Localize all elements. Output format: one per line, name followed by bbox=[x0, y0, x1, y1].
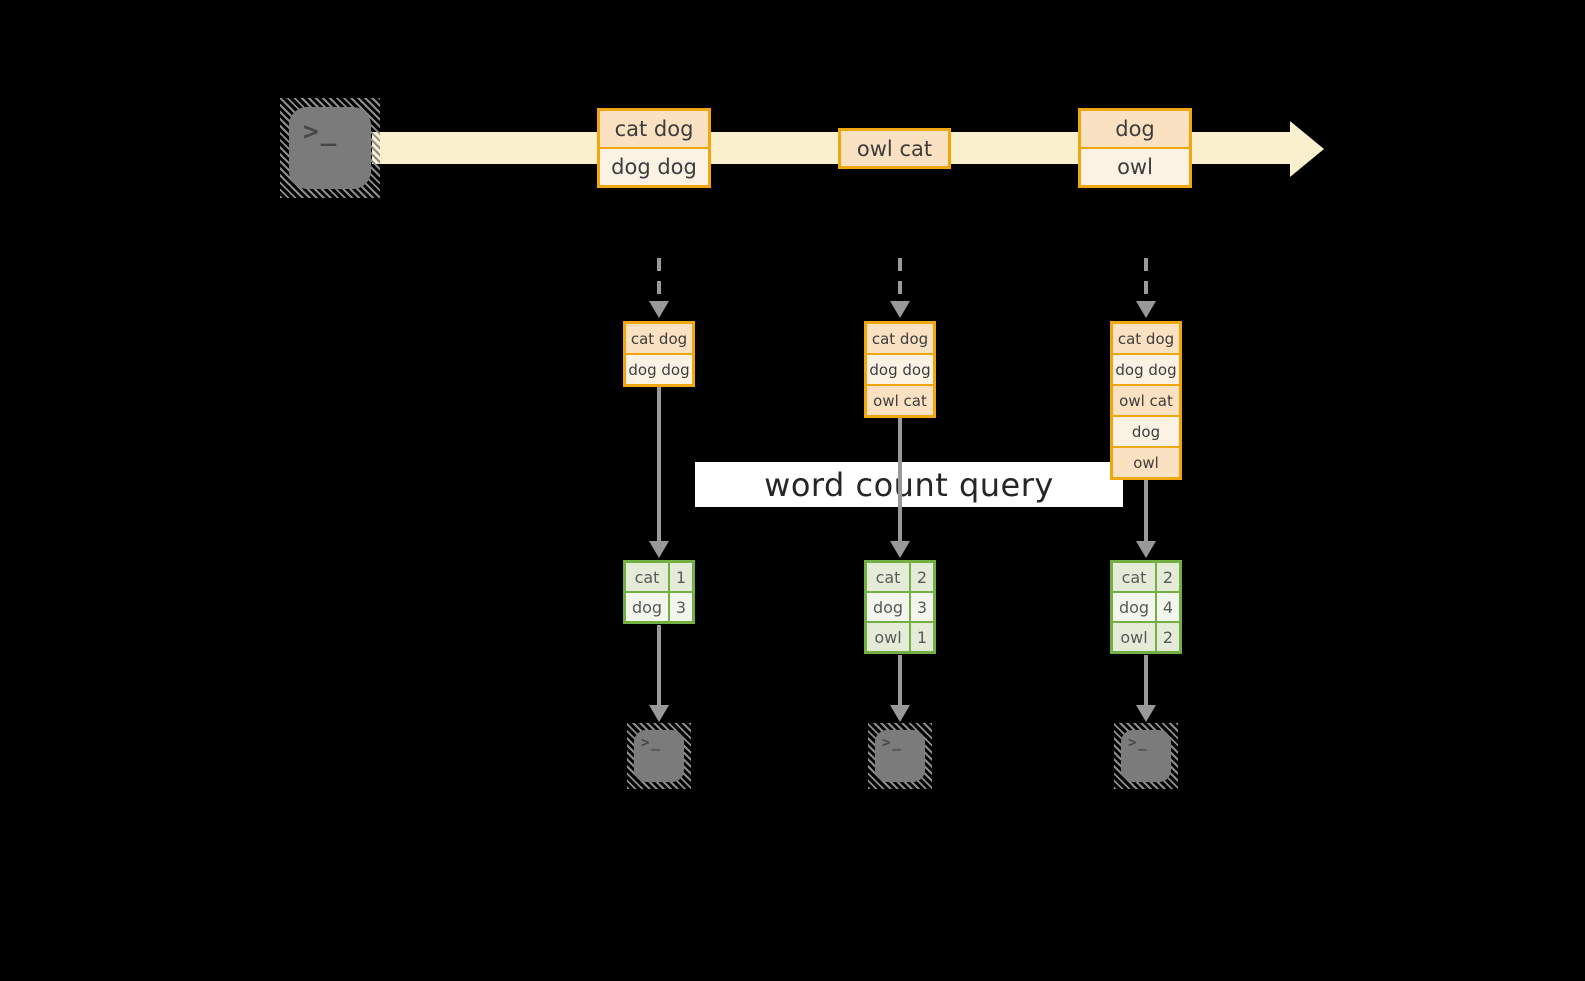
count-row: cat 2 bbox=[1113, 563, 1179, 591]
stream-window-3: cat dog dog dog owl cat dog owl bbox=[1110, 321, 1182, 480]
count-value: 3 bbox=[670, 593, 692, 621]
output-arrowhead-icon bbox=[890, 705, 910, 722]
count-table-2: cat 2 dog 3 owl 1 bbox=[864, 560, 936, 654]
event-line: dog dog bbox=[600, 149, 708, 185]
window-line: dog bbox=[1113, 417, 1179, 446]
output-arrow-line bbox=[1144, 655, 1148, 706]
output-terminal-icon: >_ bbox=[627, 723, 691, 789]
count-value: 1 bbox=[670, 563, 692, 591]
output-arrowhead-icon bbox=[1136, 705, 1156, 722]
source-terminal-icon: >_ bbox=[280, 98, 380, 198]
event-line: cat dog bbox=[600, 111, 708, 147]
window-line: owl bbox=[1113, 448, 1179, 477]
count-row: owl 2 bbox=[1113, 623, 1179, 651]
stream-event-2: owl cat bbox=[838, 128, 951, 169]
terminal-screen: >_ bbox=[634, 730, 684, 782]
stream-window-2: cat dog dog dog owl cat bbox=[864, 321, 936, 418]
dashed-arrowhead-icon bbox=[890, 301, 910, 318]
count-value: 2 bbox=[911, 563, 933, 591]
output-arrow-line bbox=[657, 625, 661, 706]
terminal-prompt-icon: >_ bbox=[1128, 735, 1149, 751]
window-line: owl cat bbox=[1113, 386, 1179, 415]
terminal-screen: >_ bbox=[289, 107, 371, 189]
count-word: cat bbox=[1113, 563, 1155, 591]
count-table-3: cat 2 dog 4 owl 2 bbox=[1110, 560, 1182, 654]
count-row: cat 1 bbox=[626, 563, 692, 591]
output-arrowhead-icon bbox=[649, 705, 669, 722]
output-arrow-line bbox=[898, 655, 902, 706]
stream-event-1: cat dog dog dog bbox=[597, 108, 711, 188]
stream-arrowhead-icon bbox=[1290, 121, 1324, 177]
count-word: cat bbox=[867, 563, 909, 591]
count-value: 4 bbox=[1157, 593, 1179, 621]
query-arrowhead-icon bbox=[649, 541, 669, 558]
count-word: cat bbox=[626, 563, 668, 591]
terminal-prompt-icon: >_ bbox=[882, 735, 903, 751]
dashed-arrowhead-icon bbox=[649, 301, 669, 318]
window-line: owl cat bbox=[867, 386, 933, 415]
count-row: cat 2 bbox=[867, 563, 933, 591]
event-line: owl bbox=[1081, 149, 1189, 185]
count-word: dog bbox=[626, 593, 668, 621]
query-banner: word count query bbox=[695, 462, 1123, 507]
dashed-arrow-line bbox=[898, 258, 902, 300]
count-row: owl 1 bbox=[867, 623, 933, 651]
count-value: 2 bbox=[1157, 623, 1179, 651]
query-arrow-line bbox=[1144, 479, 1148, 542]
count-value: 3 bbox=[911, 593, 933, 621]
terminal-prompt-icon: >_ bbox=[641, 735, 662, 751]
count-value: 2 bbox=[1157, 563, 1179, 591]
query-arrow-line bbox=[657, 386, 661, 542]
output-terminal-icon: >_ bbox=[868, 723, 932, 789]
window-line: dog dog bbox=[867, 355, 933, 384]
count-row: dog 3 bbox=[867, 593, 933, 621]
count-word: owl bbox=[867, 623, 909, 651]
stream-window-1: cat dog dog dog bbox=[623, 321, 695, 387]
window-line: dog dog bbox=[626, 355, 692, 384]
window-line: cat dog bbox=[1113, 324, 1179, 353]
query-arrowhead-icon bbox=[890, 541, 910, 558]
output-terminal-icon: >_ bbox=[1114, 723, 1178, 789]
count-word: dog bbox=[1113, 593, 1155, 621]
query-arrowhead-icon bbox=[1136, 541, 1156, 558]
window-line: dog dog bbox=[1113, 355, 1179, 384]
window-line: cat dog bbox=[626, 324, 692, 353]
event-line: owl cat bbox=[841, 131, 948, 166]
stream-event-3: dog owl bbox=[1078, 108, 1192, 188]
terminal-prompt-icon: >_ bbox=[303, 117, 339, 147]
count-value: 1 bbox=[911, 623, 933, 651]
count-word: dog bbox=[867, 593, 909, 621]
terminal-screen: >_ bbox=[1121, 730, 1171, 782]
dashed-arrowhead-icon bbox=[1136, 301, 1156, 318]
dashed-arrow-line bbox=[1144, 258, 1148, 300]
count-word: owl bbox=[1113, 623, 1155, 651]
window-line: cat dog bbox=[867, 324, 933, 353]
dashed-arrow-line bbox=[657, 258, 661, 300]
count-table-1: cat 1 dog 3 bbox=[623, 560, 695, 624]
query-arrow-line bbox=[898, 417, 902, 542]
event-line: dog bbox=[1081, 111, 1189, 147]
terminal-screen: >_ bbox=[875, 730, 925, 782]
query-banner-label: word count query bbox=[764, 465, 1054, 504]
count-row: dog 3 bbox=[626, 593, 692, 621]
count-row: dog 4 bbox=[1113, 593, 1179, 621]
